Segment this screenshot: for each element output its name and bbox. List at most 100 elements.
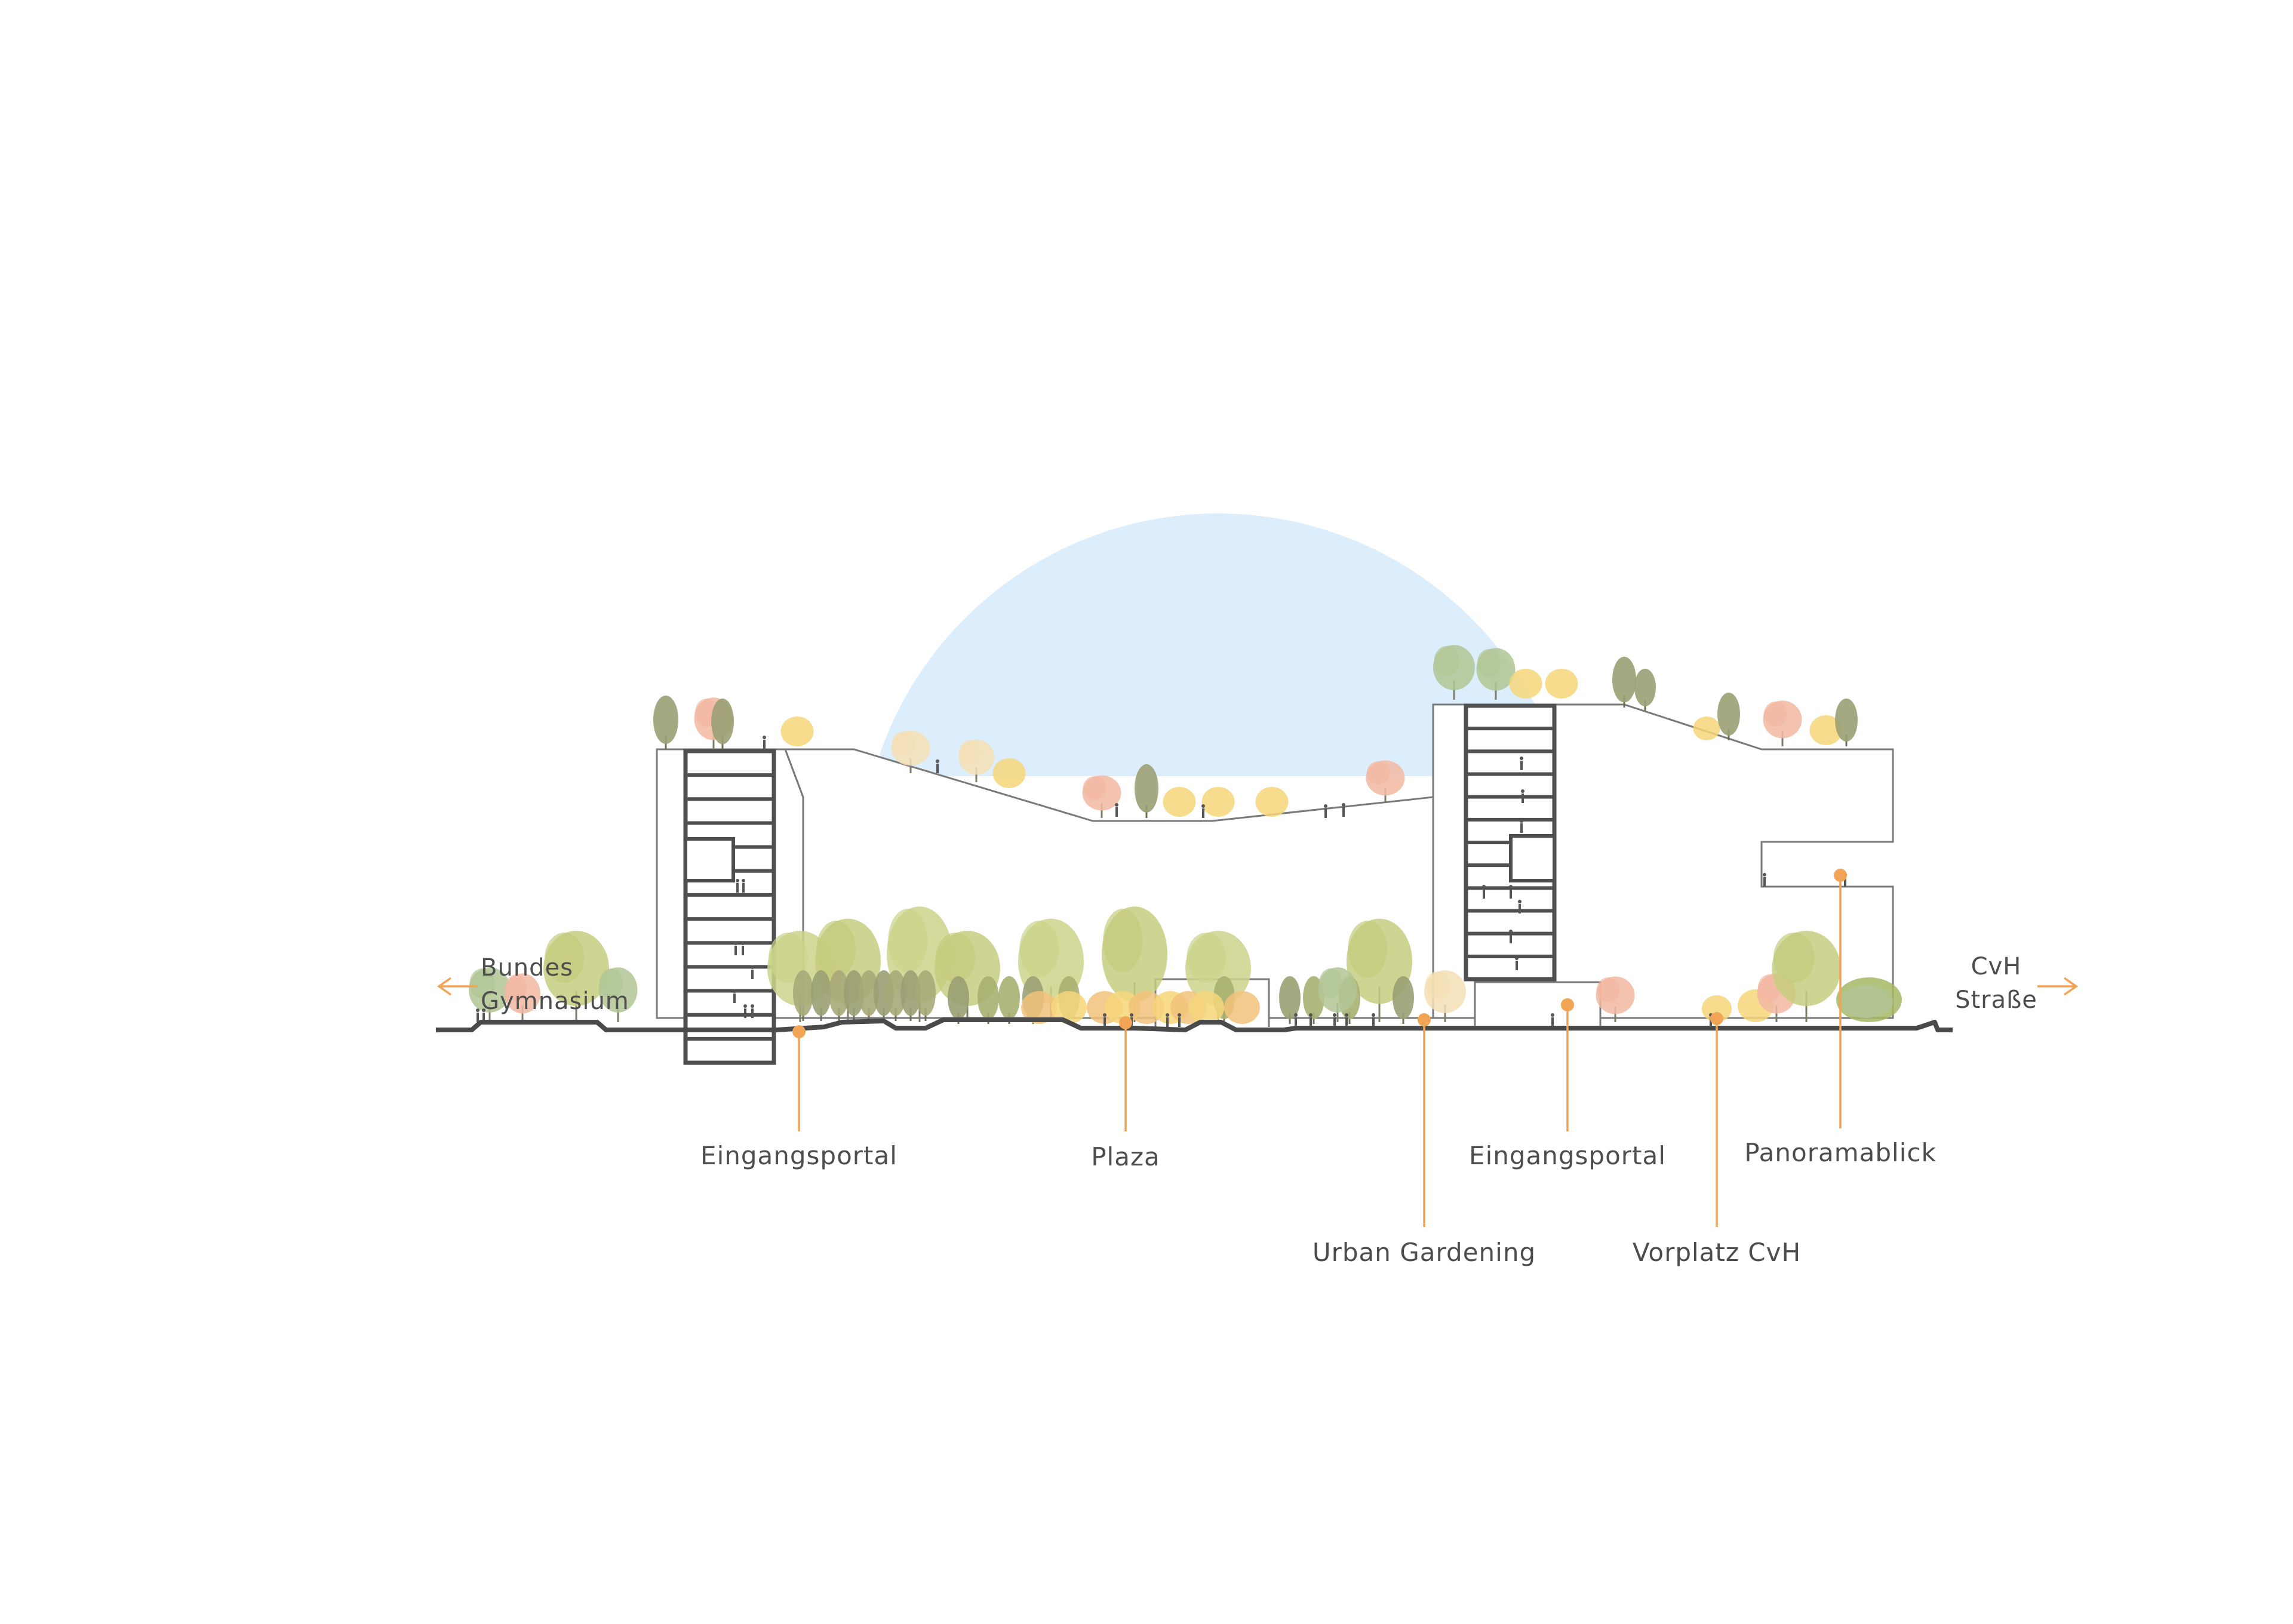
person-icon <box>1201 804 1205 818</box>
person-icon <box>476 1008 479 1022</box>
annotation-eingangsportal-right: Eingangsportal <box>1469 998 1666 1170</box>
tree <box>1318 967 1357 1022</box>
person-icon <box>1482 885 1486 899</box>
tree <box>1433 645 1475 700</box>
shrub <box>1051 991 1087 1024</box>
person-icon <box>1333 1013 1336 1027</box>
tree <box>1476 648 1516 700</box>
annotation-plaza: Plaza <box>1091 1016 1160 1171</box>
person-icon <box>734 942 737 955</box>
person-icon <box>1509 930 1513 943</box>
vegetation <box>469 645 1902 1024</box>
tree <box>886 970 906 1021</box>
tree <box>1634 669 1656 710</box>
tree <box>1596 976 1635 1022</box>
sky-dome <box>872 513 1564 776</box>
direction-right: CvH Straße <box>1955 953 2079 1014</box>
person-icon <box>1509 885 1513 899</box>
tree <box>653 696 678 749</box>
arrow-right-icon <box>2037 977 2079 996</box>
direction-right-line1: CvH <box>1971 953 2022 980</box>
tree <box>1279 976 1301 1024</box>
shrub <box>1188 991 1224 1024</box>
person-icon <box>1763 873 1766 887</box>
label-panoramablick: Panoramablick <box>1744 1138 1937 1167</box>
person-icon <box>1115 803 1118 817</box>
tree <box>958 739 994 782</box>
person-icon <box>1342 803 1345 817</box>
stair-core-left <box>683 749 776 1065</box>
tree <box>900 970 921 1021</box>
person-icon <box>751 965 754 979</box>
tree <box>793 970 813 1021</box>
person-icon <box>1551 1013 1554 1027</box>
tree <box>1366 760 1405 803</box>
tree <box>1082 775 1121 818</box>
tree <box>1612 657 1636 708</box>
tree <box>891 730 930 773</box>
stair-core-right <box>1464 703 1557 982</box>
core-shaft <box>683 749 776 1065</box>
ground-line <box>436 1017 1953 1032</box>
person-icon <box>763 736 766 749</box>
tree <box>915 970 936 1021</box>
shrub <box>1545 669 1578 699</box>
label-urban-gardening: Urban Gardening <box>1313 1238 1536 1267</box>
person-icon <box>742 879 745 893</box>
person-icon <box>1166 1013 1169 1027</box>
tree <box>1717 693 1740 740</box>
annotation-urban-gardening: Urban Gardening <box>1313 1013 1536 1267</box>
tree <box>505 973 540 1022</box>
annotation-panoramablick: Panoramablick <box>1744 869 1937 1167</box>
arrow-left-icon <box>437 977 478 996</box>
tree <box>1835 699 1858 746</box>
core-recess <box>684 837 735 882</box>
direction-left: Bundes Gymnasium <box>437 954 629 1015</box>
person-icon <box>936 759 939 773</box>
tree <box>1135 764 1158 818</box>
annotation-vorplatz-cvh: Vorplatz CvH <box>1633 1012 1801 1267</box>
person-icon <box>1103 1013 1106 1027</box>
entrance-canopy <box>1474 981 1602 1027</box>
person-icon <box>1518 900 1522 914</box>
person-icon <box>1324 804 1327 818</box>
person-icon <box>733 989 736 1003</box>
tree <box>1763 700 1802 746</box>
tree <box>1102 906 1167 1022</box>
shrub <box>1809 715 1843 745</box>
core-recess <box>1509 834 1556 882</box>
shrub <box>1693 716 1720 740</box>
person-icon <box>1521 789 1524 803</box>
person-icon <box>736 879 739 893</box>
shrub <box>780 716 814 746</box>
direction-left-line1: Bundes <box>481 954 573 982</box>
shrub <box>992 758 1026 788</box>
person-icon <box>743 1004 747 1018</box>
shrub <box>1201 787 1235 817</box>
tree <box>859 970 879 1021</box>
tree <box>1424 970 1466 1022</box>
person-icon <box>482 1008 485 1022</box>
person-icon <box>1520 756 1523 770</box>
tree <box>1393 976 1414 1024</box>
direction-left-line2: Gymnasium <box>481 988 629 1015</box>
label-vorplatz-cvh: Vorplatz CvH <box>1633 1238 1801 1267</box>
shrub <box>1224 991 1260 1024</box>
tree <box>844 970 864 1021</box>
tree <box>811 970 831 1021</box>
tree <box>829 970 849 1021</box>
person-icon <box>1309 1013 1313 1027</box>
shrub <box>1163 787 1196 817</box>
label-eingangsportal-right: Eingangsportal <box>1469 1141 1666 1170</box>
person-icon <box>741 942 745 955</box>
person-icon <box>1345 1013 1348 1027</box>
person-icon <box>1178 1013 1181 1027</box>
person-icon <box>1372 1013 1375 1027</box>
person-icon <box>1515 956 1519 970</box>
tree <box>469 967 511 1022</box>
shrub <box>1839 985 1893 1018</box>
tree <box>598 967 638 1022</box>
person-icon <box>1520 819 1523 833</box>
